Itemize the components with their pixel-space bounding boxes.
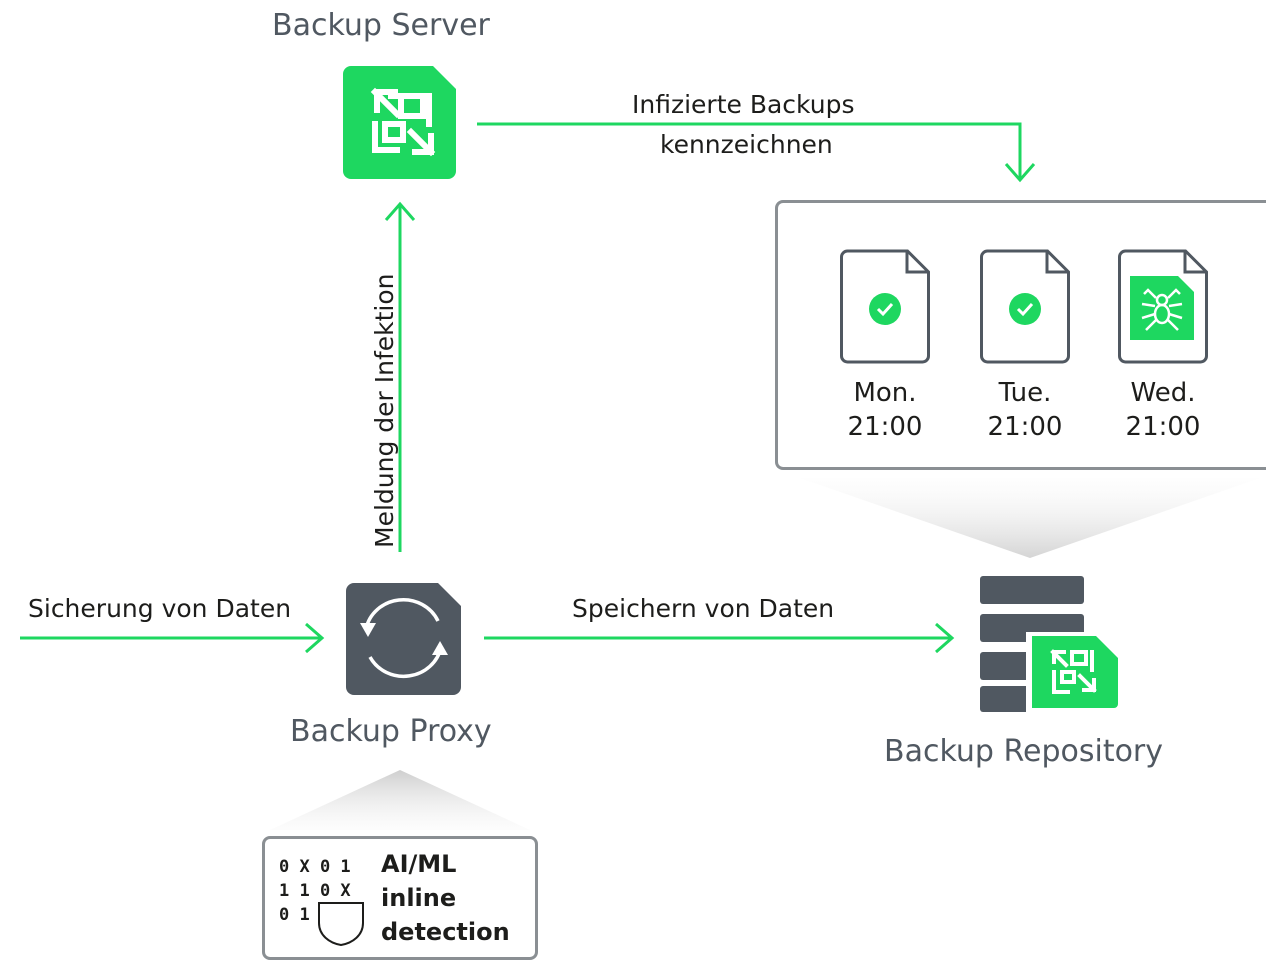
file-time-wed: 21:00 (1125, 412, 1201, 442)
backup-file-wed[interactable] (1118, 248, 1208, 368)
ai-detection-text: AI/ML inline detection (381, 847, 510, 949)
sync-arrows-icon[interactable] (346, 583, 461, 695)
edge-label-report-infection: Meldung der Infektion (370, 273, 399, 548)
binary-stream: 0 X 0 1 1 1 0 X 0 1 (279, 855, 351, 927)
server-stack-icon[interactable] (980, 576, 1128, 714)
arrowhead-report-infection (384, 201, 416, 221)
file-caption-tue: Tue. 21:00 (965, 376, 1085, 444)
file-time-mon: 21:00 (847, 412, 923, 442)
proxy-cone (270, 770, 530, 830)
check-circle-icon (869, 293, 901, 325)
edge-label-mark-infected-line2: kennzeichnen (660, 130, 833, 159)
arrowhead-mark-infected (1004, 163, 1036, 183)
ai-detection-line1: AI/ML (381, 850, 457, 878)
check-circle-icon (1009, 293, 1041, 325)
shield-icon (318, 902, 364, 947)
file-time-tue: 21:00 (987, 412, 1063, 442)
spider-icon (1130, 276, 1194, 340)
ai-detection-box: 0 X 0 1 1 1 0 X 0 1 AI/ML inline detecti… (262, 836, 538, 960)
binary-row-1: 0 X 0 1 (279, 857, 351, 877)
edge-label-store-data: Speichern von Daten (572, 594, 835, 623)
backup-server-title: Backup Server (272, 8, 490, 43)
file-day-mon: Mon. (853, 378, 917, 408)
arrowhead-backup-data (305, 622, 325, 654)
file-caption-mon: Mon. 21:00 (825, 376, 945, 444)
file-caption-wed: Wed. 21:00 (1103, 376, 1223, 444)
file-day-wed: Wed. (1130, 378, 1196, 408)
ai-detection-line3: detection (381, 918, 510, 946)
veeam-server-icon[interactable] (343, 66, 456, 179)
arrow-mark-infected (477, 122, 1022, 178)
arrowhead-store-data (935, 622, 955, 654)
backup-file-tue[interactable] (980, 248, 1070, 368)
repository-cone (800, 478, 1260, 558)
binary-row-2: 1 1 0 X (279, 881, 351, 901)
file-day-tue: Tue. (998, 378, 1052, 408)
backup-file-mon[interactable] (840, 248, 930, 368)
edge-label-backup-data: Sicherung von Daten (28, 594, 292, 623)
ai-detection-line2: inline (381, 884, 457, 912)
edge-label-mark-infected-line1: Infizierte Backups (632, 90, 855, 119)
backup-repository-title: Backup Repository (884, 734, 1164, 769)
binary-row-3: 0 1 (279, 905, 310, 925)
backup-proxy-title: Backup Proxy (290, 714, 492, 749)
